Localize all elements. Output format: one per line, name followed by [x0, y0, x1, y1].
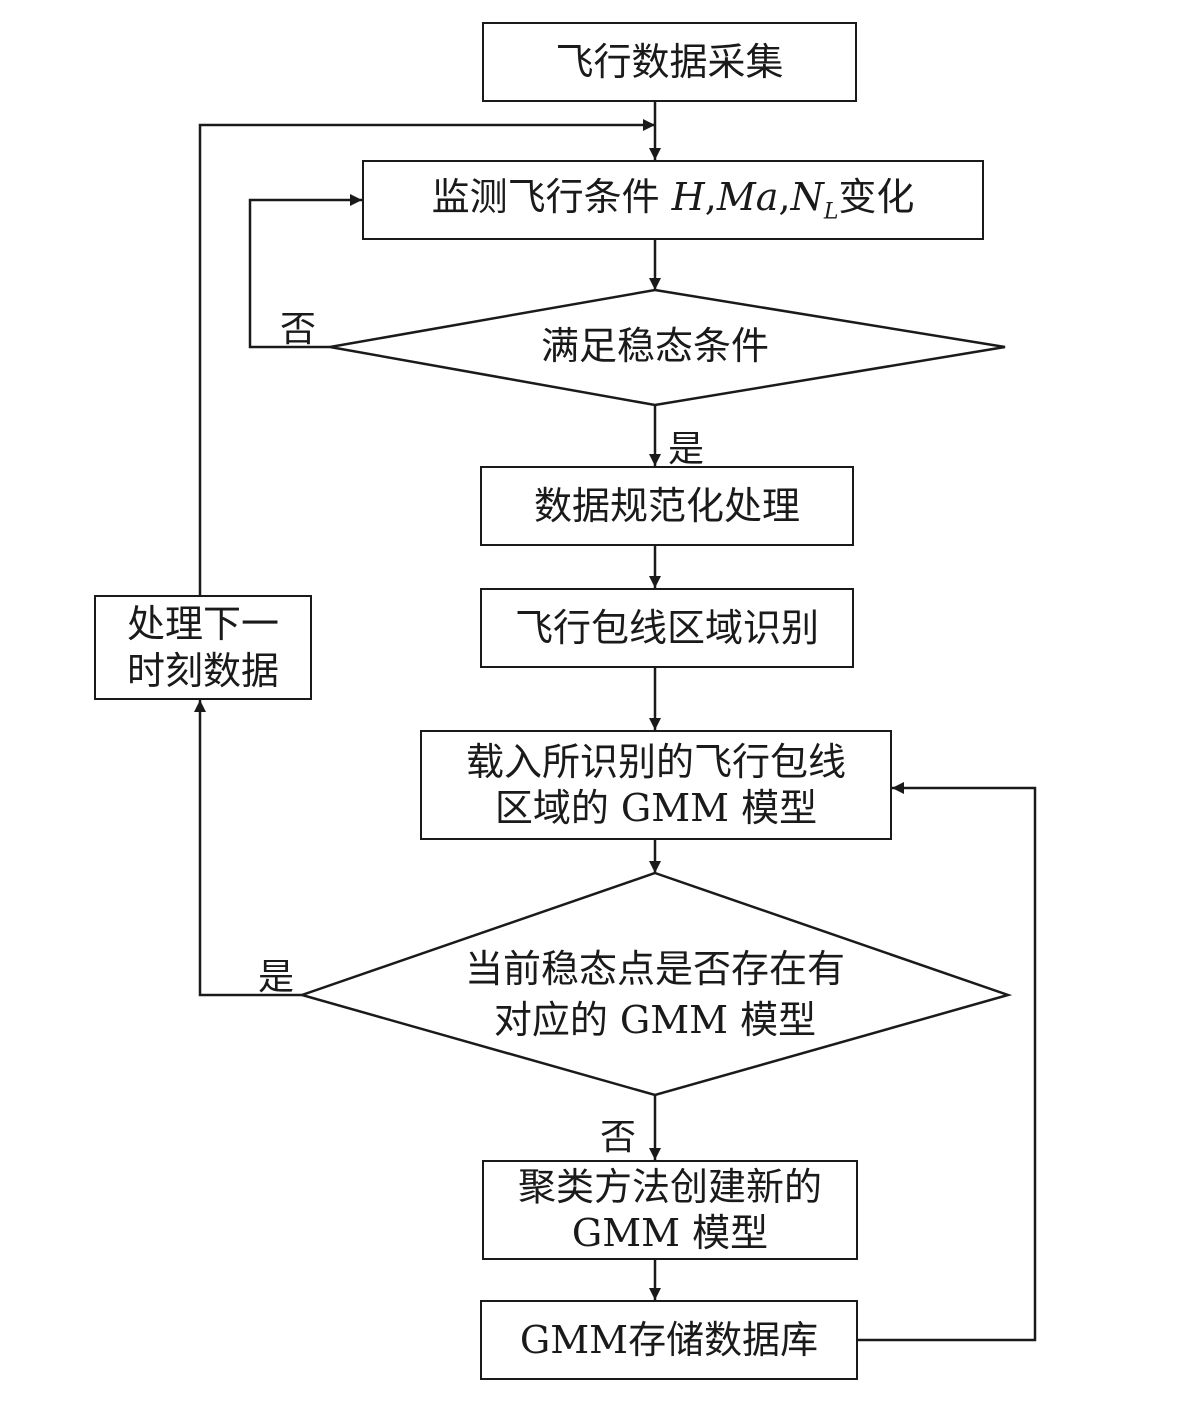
process-load-gmm-line1: 载入所识别的飞行包线	[465, 739, 846, 784]
decision-gmm-exists: 当前稳态点是否存在有 对应的 GMM 模型	[400, 938, 910, 1052]
decision-steady-shape	[329, 288, 1006, 407]
process-store-db-label: GMM存储数据库	[519, 1317, 819, 1362]
process-next-data: 处理下一 时刻数据	[94, 595, 312, 700]
decision-steady: 满足稳态条件	[430, 300, 880, 394]
edge-label-steady-no: 否	[280, 309, 317, 350]
decision-steady-label: 满足稳态条件	[540, 324, 769, 369]
edge-steady-no-loop	[248, 194, 362, 349]
decision-gmm-exists-line1: 当前稳态点是否存在有	[464, 946, 845, 991]
process-monitor-label: 监测飞行条件 H,Ma,NL变化	[431, 174, 915, 225]
process-next-data-line2: 时刻数据	[126, 648, 279, 693]
process-collect-label: 飞行数据采集	[555, 39, 784, 84]
process-cluster-new: 聚类方法创建新的 GMM 模型	[482, 1160, 858, 1260]
process-next-data-line1: 处理下一	[126, 602, 279, 647]
edge-next-loop	[198, 119, 655, 595]
process-store-db: GMM存储数据库	[480, 1300, 858, 1380]
decision-gmm-exists-line2: 对应的 GMM 模型	[493, 998, 817, 1042]
edge-label-exists-yes: 是	[258, 957, 295, 998]
edge-label-exists-no: 否	[600, 1117, 637, 1158]
process-envelope-id: 飞行包线区域识别	[480, 588, 854, 668]
process-cluster-new-line2: GMM 模型	[571, 1211, 769, 1255]
edge-store-load	[858, 782, 1037, 1342]
process-envelope-id-label: 飞行包线区域识别	[514, 605, 819, 650]
edge-label-steady-yes: 是	[668, 429, 705, 470]
process-cluster-new-line1: 聚类方法创建新的	[517, 1164, 822, 1209]
process-monitor: 监测飞行条件 H,Ma,NL变化	[362, 160, 984, 240]
process-normalize: 数据规范化处理	[480, 466, 854, 546]
process-load-gmm-line2: 区域的 GMM 模型	[494, 786, 818, 830]
edge-exists-yes	[194, 700, 302, 997]
process-normalize-label: 数据规范化处理	[533, 483, 800, 528]
process-collect: 飞行数据采集	[482, 22, 857, 102]
process-load-gmm: 载入所识别的飞行包线 区域的 GMM 模型	[420, 730, 892, 840]
decision-exists-shape	[297, 871, 1013, 1097]
